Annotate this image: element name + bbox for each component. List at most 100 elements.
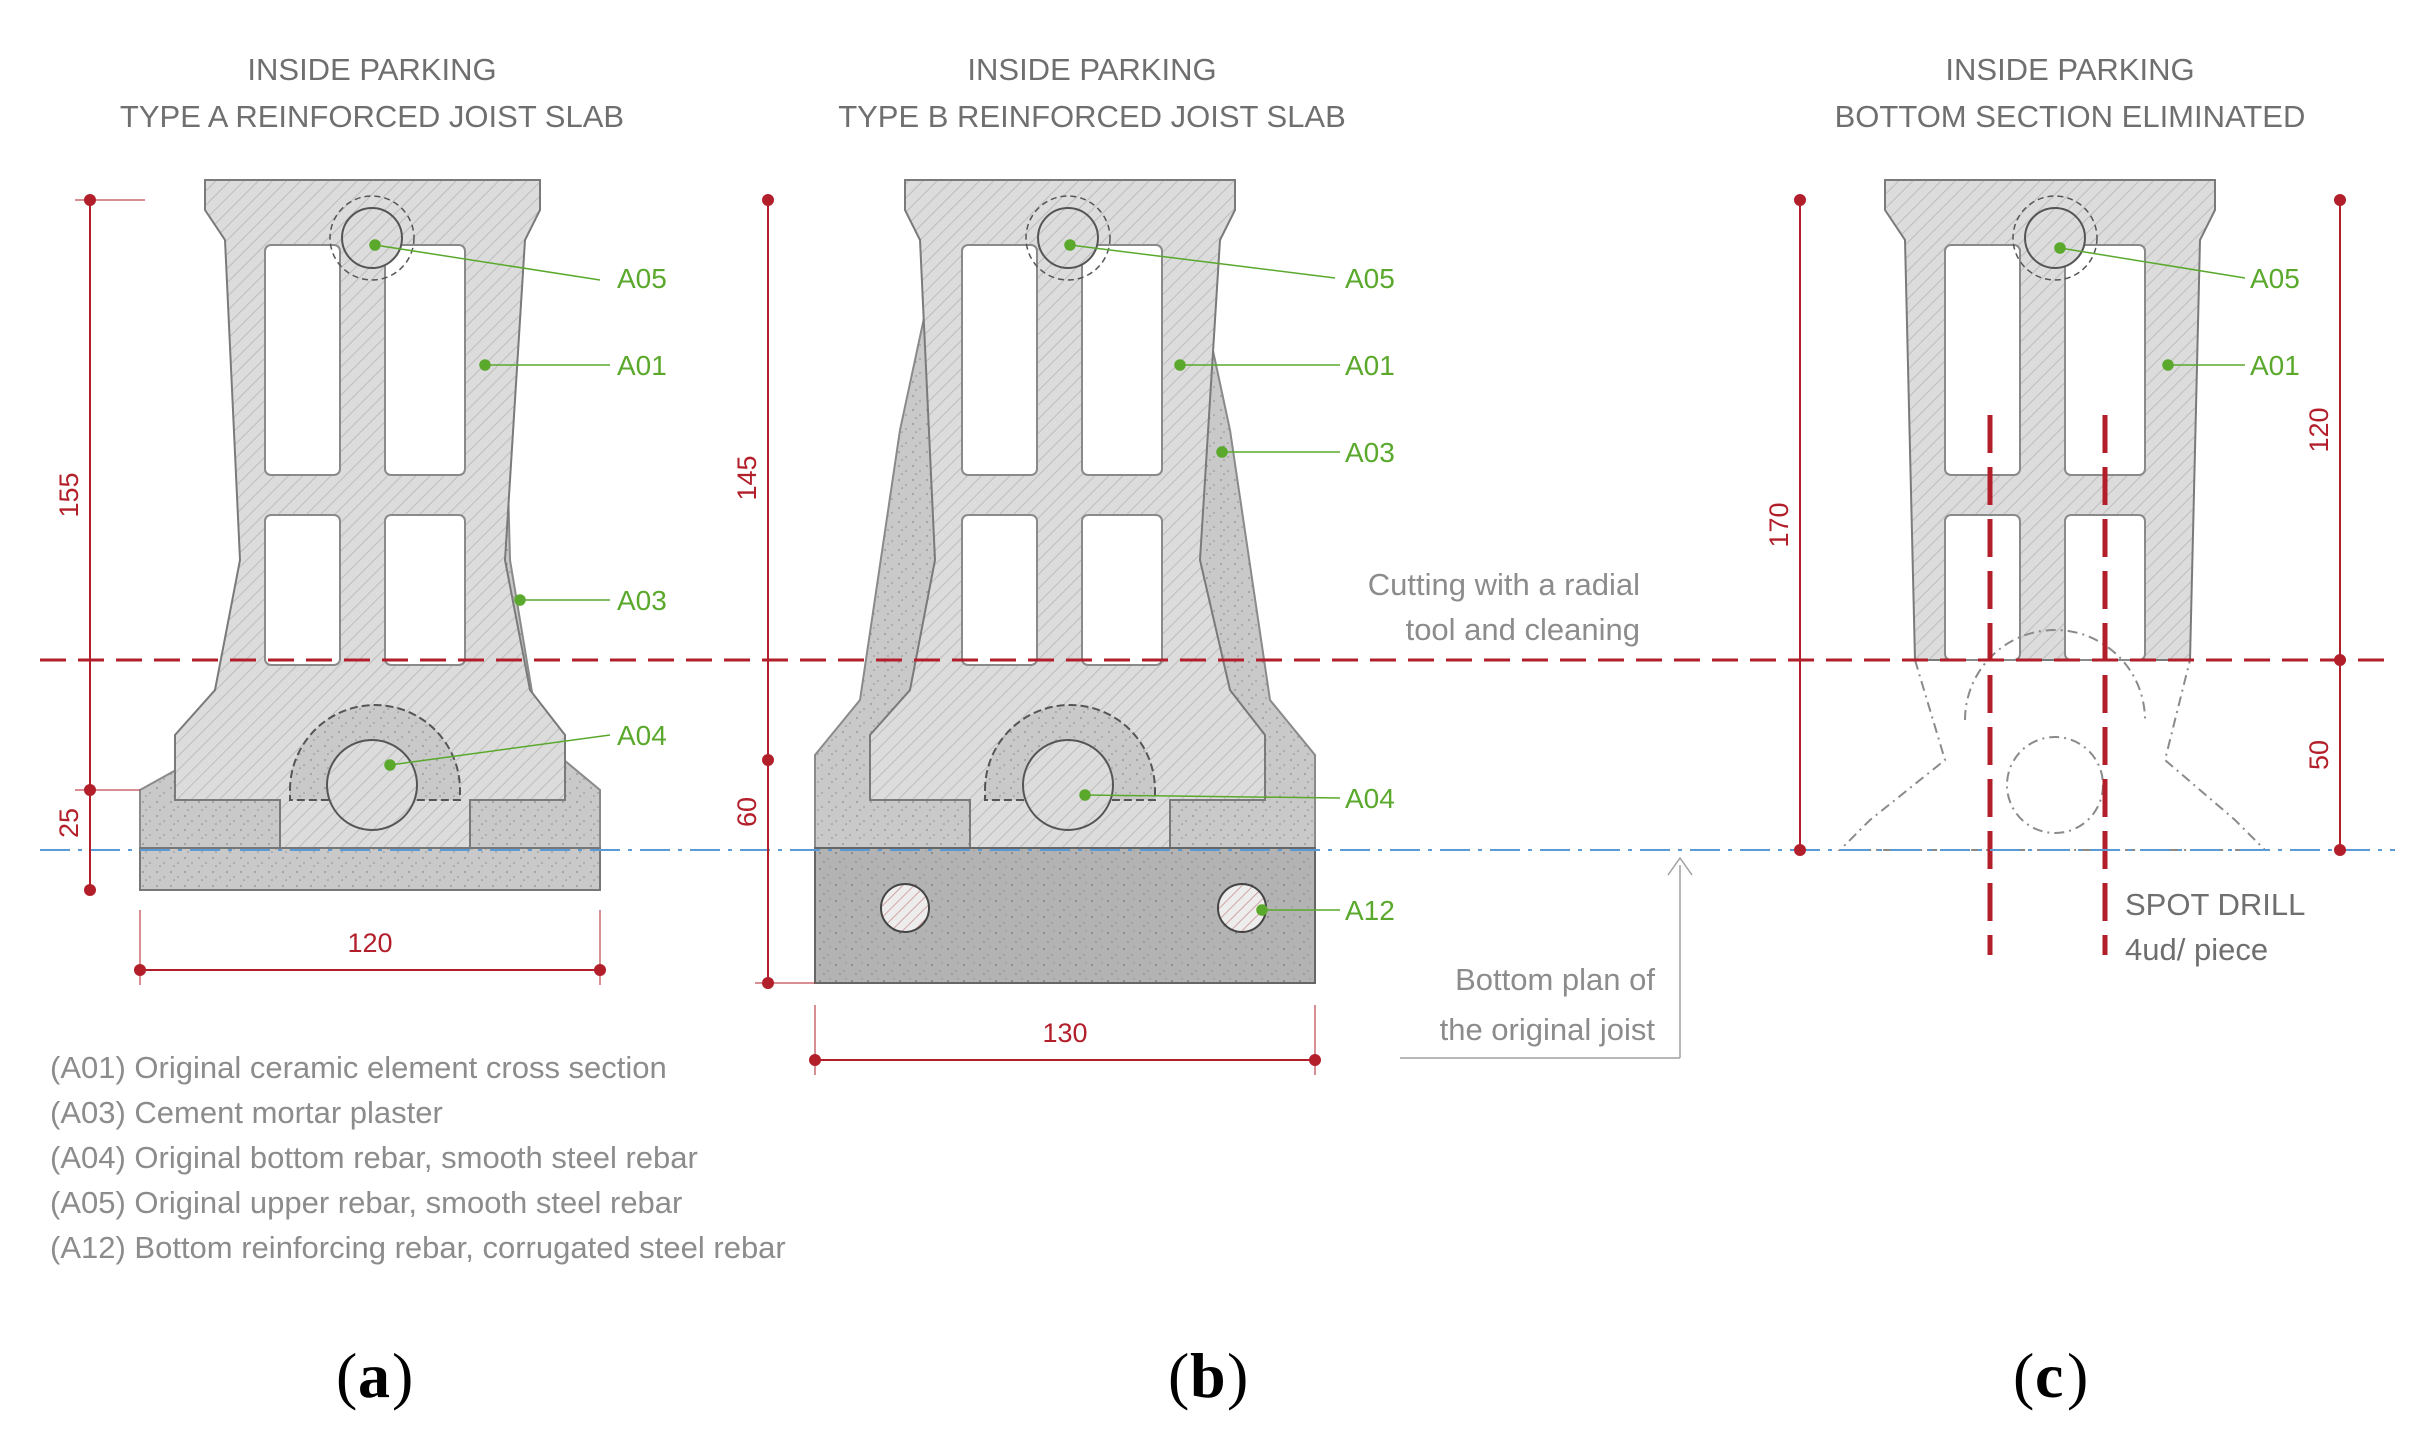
panel-c-section <box>1837 179 2268 955</box>
panel-a-upper-rebar <box>341 207 403 269</box>
svg-text:(: ( <box>336 1340 357 1411</box>
panel-c-dim-50: 50 <box>2304 740 2334 770</box>
panel-b-leader-dot <box>1174 359 1186 371</box>
panel-a-dimensions <box>75 194 606 985</box>
panel-b-leader-dot <box>1064 239 1076 251</box>
panel-b-leader-a04 <box>1084 794 1341 799</box>
caption-c: ( c ) <box>2013 1340 2088 1411</box>
panel-c-removed-arc <box>1964 629 2146 721</box>
svg-text:): ) <box>392 1340 413 1411</box>
panel-a-leader-a04 <box>389 734 611 766</box>
panel-a-section <box>139 179 601 891</box>
spot-drill-line2: 4ud/ piece <box>2125 932 2268 967</box>
panel-b-dim-node <box>1309 1054 1321 1066</box>
svg-text:): ) <box>1227 1340 1248 1411</box>
panel-a-dim-node <box>134 964 146 976</box>
panel-c-dim-120: 120 <box>2304 407 2334 452</box>
panel-a-void <box>384 514 466 666</box>
panel-a-label-a05: A05 <box>617 263 667 294</box>
panel-c-void <box>1944 244 2021 476</box>
panel-b-label-a01: A01 <box>1345 350 1395 381</box>
panel-a-label-a01: A01 <box>617 350 667 381</box>
legend-item-a12: (A12) Bottom reinforcing rebar, corrugat… <box>50 1230 786 1265</box>
panel-c-removed-rebar <box>2006 736 2104 834</box>
legend: (A01) Original ceramic element cross sec… <box>50 1050 786 1265</box>
panel-a-dim-node <box>84 884 96 896</box>
panel-c-dim-170: 170 <box>1764 502 1794 547</box>
panel-a-title-line2: TYPE A REINFORCED JOIST SLAB <box>120 99 624 134</box>
panel-b-leader-dot <box>1216 446 1228 458</box>
panel-c-void <box>1944 514 2021 661</box>
bottom-plan-callout <box>1400 856 1693 1059</box>
svg-text:): ) <box>2067 1340 2088 1411</box>
cut-note-line1: Cutting with a radial <box>1368 567 1640 602</box>
panel-c-label-a01: A01 <box>2250 350 2300 381</box>
caption-a-letter: a <box>358 1340 390 1411</box>
panel-c-dim-node <box>1794 844 1806 856</box>
panel-a-void <box>264 244 341 476</box>
svg-text:(: ( <box>1168 1340 1189 1411</box>
panel-a-title-line1: INSIDE PARKING <box>247 52 496 87</box>
panel-b-upper-rebar-ring <box>1025 195 1111 281</box>
caption-b: ( b ) <box>1168 1340 1248 1411</box>
legend-item-a05: (A05) Original upper rebar, smooth steel… <box>50 1185 682 1220</box>
cut-note-line2: tool and cleaning <box>1406 612 1640 647</box>
panel-a-dim-120: 120 <box>347 928 392 958</box>
caption-b-letter: b <box>1190 1340 1226 1411</box>
panel-b-title-line1: INSIDE PARKING <box>967 52 1216 87</box>
panel-b-label-a05: A05 <box>1345 263 1395 294</box>
panel-a-leader-a05 <box>374 244 601 281</box>
bottom-plan-arrow-icon <box>1667 856 1693 876</box>
panel-a-void <box>384 244 466 476</box>
panel-b-leader-dot <box>1079 789 1091 801</box>
panel-c-dimensions <box>1794 194 2346 856</box>
legend-item-a03: (A03) Cement mortar plaster <box>50 1095 443 1130</box>
panel-c-title-line2: BOTTOM SECTION ELIMINATED <box>1835 99 2306 134</box>
spot-drill-line1: SPOT DRILL <box>2125 887 2305 922</box>
panel-b-label-a03: A03 <box>1345 437 1395 468</box>
panel-c-leader-dot <box>2054 242 2066 254</box>
panel-a-dim-25: 25 <box>54 808 84 838</box>
panel-b-void <box>1081 244 1163 476</box>
bottom-plan-line2: the original joist <box>1440 1012 1656 1047</box>
panel-a-leader-dot <box>514 594 526 606</box>
panel-b-upper-rebar <box>1037 207 1099 269</box>
panel-c-dim-node <box>2334 844 2346 856</box>
panel-b-leader-a05 <box>1069 244 1336 279</box>
panel-b-bottom-rebar <box>1022 739 1114 831</box>
panel-b-void <box>961 514 1038 666</box>
panel-b-void <box>961 244 1038 476</box>
panel-b-dim-node <box>762 194 774 206</box>
panel-c-leader-dot <box>2162 359 2174 371</box>
panel-a-void <box>264 514 341 666</box>
panel-b-dim-145: 145 <box>732 455 762 500</box>
panel-c-upper-rebar-ring <box>2012 195 2098 281</box>
panel-c-title-line1: INSIDE PARKING <box>1945 52 2194 87</box>
panel-a-bottom-rebar <box>326 739 418 831</box>
caption-a: ( a ) <box>336 1340 413 1411</box>
panel-c-dim-node <box>1794 194 1806 206</box>
panel-a-label-a03: A03 <box>617 585 667 616</box>
panel-b-leader-dot <box>1256 904 1268 916</box>
caption-c-letter: c <box>2035 1340 2063 1411</box>
panel-c-upper-rebar <box>2024 207 2086 269</box>
panel-b-void <box>1081 514 1163 666</box>
panel-c-dim-node <box>2334 654 2346 666</box>
label-leaders <box>369 239 2246 916</box>
panel-a-leader-dot <box>384 759 396 771</box>
legend-item-a04: (A04) Original bottom rebar, smooth stee… <box>50 1140 698 1175</box>
panel-a-base <box>139 847 601 891</box>
panel-b-dimensions <box>755 194 1321 1075</box>
panel-a-upper-rebar-ring <box>329 195 415 281</box>
panel-a-label-a04: A04 <box>617 720 667 751</box>
panel-b-label-a12: A12 <box>1345 895 1395 926</box>
panel-b-section <box>814 179 1316 984</box>
panel-a-leader-dot <box>369 239 381 251</box>
svg-text:(: ( <box>2013 1340 2034 1411</box>
panel-a-leader-dot <box>479 359 491 371</box>
panel-b-dim-node <box>762 754 774 766</box>
panel-b-title-line2: TYPE B REINFORCED JOIST SLAB <box>838 99 1346 134</box>
panel-b-label-a04: A04 <box>1345 783 1395 814</box>
panel-a-dim-node <box>594 964 606 976</box>
